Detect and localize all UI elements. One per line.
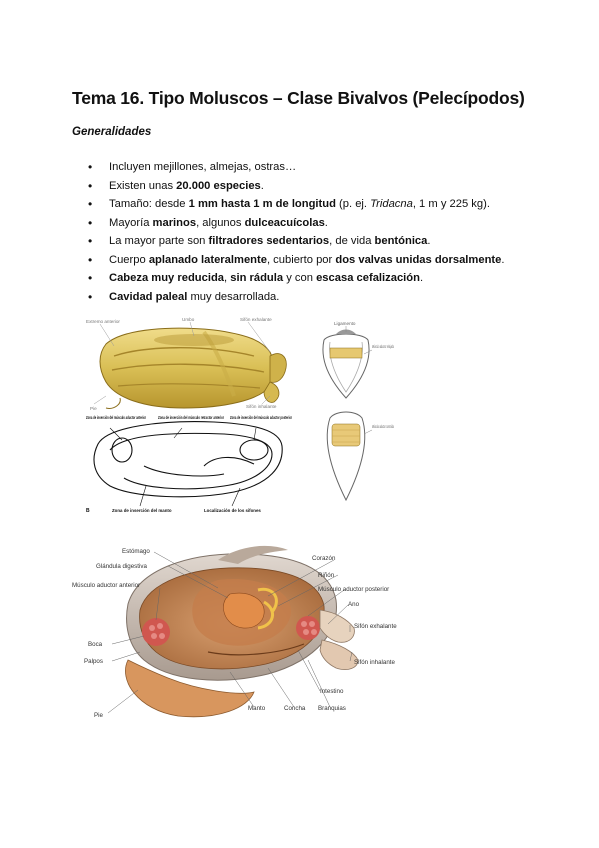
- bullet-text: dos valvas unidas dorsalmente: [335, 253, 502, 266]
- bullet-text: .: [501, 253, 505, 266]
- label-sifon-exhalante: Sifón exhalante: [354, 623, 397, 630]
- label-ano: Ano: [348, 601, 360, 608]
- label-zona-retractor-anterior: Zona de inserción del músculo retractor …: [158, 415, 224, 420]
- bullet-text: y con: [283, 272, 317, 284]
- label-estomago: Estómago: [122, 548, 150, 555]
- label-concha: Concha: [284, 705, 306, 712]
- bullet-text: , de vida: [329, 235, 375, 247]
- clam-internal-anatomy-figure: Estómago Glándula digestiva Músculo aduc…: [72, 545, 397, 719]
- label-zona-manto: Zona de inserción del manto: [112, 508, 172, 513]
- bullet-text: .: [419, 272, 424, 284]
- label-glandula-digestiva: Glándula digestiva: [96, 563, 147, 570]
- label-manto: Manto: [248, 705, 266, 712]
- bullet-text: sin rádula: [230, 272, 284, 284]
- bullet-text: Existen unas: [109, 179, 177, 192]
- bullet-text: muy desarrollada.: [187, 290, 280, 303]
- bullet-text: .: [324, 216, 328, 229]
- label-ligamento: Ligamento: [334, 321, 356, 326]
- label-zona-aductor-anterior: Zona de inserción del músculo aductor an…: [86, 415, 146, 420]
- bullet-text: aplanado lateralmente: [148, 253, 267, 266]
- label-zona-aductor-posterior: Zona de inserción del músculo aductor po…: [230, 415, 292, 420]
- adductor-relaxed-diagram: [322, 326, 373, 399]
- label-extremo-anterior: Extremo anterior: [86, 319, 120, 324]
- label-umbo: Umbo: [182, 317, 195, 322]
- bullet-item: Existen unas 20.000 especies.: [72, 177, 552, 196]
- bullet-text: La mayor parte son: [109, 235, 209, 247]
- bullet-text: marinos: [152, 216, 197, 229]
- bullet-item: Incluyen mejillones, almejas, ostras…: [72, 158, 552, 177]
- section-subtitle: Generalidades: [72, 126, 152, 138]
- bullet-text: filtradores sedentarios: [208, 235, 330, 247]
- bullet-item: Cavidad paleal muy desarrollada.: [72, 288, 552, 307]
- panel-label-b: B: [86, 508, 90, 514]
- label-corazon: Corazón: [312, 555, 336, 562]
- bullet-text: Tamaño: desde: [109, 198, 189, 210]
- bullet-item: Cuerpo aplanado lateralmente, cubierto p…: [72, 251, 552, 270]
- bullet-text: , algunos: [196, 216, 245, 229]
- label-intestino: Intestino: [320, 688, 344, 695]
- bullet-item: Mayoría marinos, algunos dulceacuícolas.: [72, 214, 552, 233]
- page-title: Tema 16. Tipo Moluscos – Clase Bivalvos …: [72, 88, 525, 108]
- bullet-text: (p. ej.: [335, 198, 371, 210]
- bullet-text: Tridacna: [370, 198, 413, 210]
- label-localizacion-sifones: Localización de los sifones: [204, 508, 261, 513]
- bullet-text: .: [260, 179, 264, 192]
- label-aductor-posterior: Músculo aductor posterior: [318, 586, 389, 593]
- label-aductor-relajado: Músculo aductor relajado: [372, 344, 394, 349]
- label-pie: Pie: [94, 712, 104, 719]
- bullet-text: Cabeza muy reducida: [109, 272, 225, 284]
- label-aductor-contraido: Músculo aductor contraído: [372, 424, 394, 429]
- bullet-text: Mayoría: [109, 216, 153, 229]
- label-sifon-inhalante: Sifón inhalante: [354, 659, 395, 666]
- muscle-scar-diagram: [93, 421, 283, 498]
- bullet-text: Cavidad paleal: [109, 290, 188, 303]
- clam-illustration: [125, 545, 359, 718]
- bullet-text: , 1 m y 225 kg).: [412, 198, 490, 210]
- shell-illustration: [99, 327, 287, 409]
- bullet-text: dulceacuícolas: [244, 216, 325, 229]
- bullet-text: .: [427, 235, 431, 247]
- bullet-text: Cuerpo: [109, 253, 149, 266]
- label-aductor-anterior: Músculo aductor anterior: [72, 582, 140, 589]
- bullet-text: 1 mm hasta 1 m de longitud: [188, 198, 336, 210]
- label-sifon-inhalante: Sifón inhalante: [246, 404, 277, 409]
- bullet-item: Cabeza muy reducida, sin rádula y con es…: [72, 269, 552, 288]
- label-pie: Pie: [90, 406, 97, 411]
- bullet-text: escasa cefalización: [316, 272, 420, 284]
- bullet-text: 20.000 especies: [176, 179, 261, 192]
- label-rinon: Riñón: [318, 572, 335, 579]
- adductor-muscle-figure: Ligamento Músculo aductor relajado Múscu…: [322, 321, 394, 502]
- bullet-item: Tamaño: desde 1 mm hasta 1 m de longitud…: [72, 195, 552, 214]
- bullet-text: Incluyen mejillones, almejas, ostras…: [109, 161, 297, 173]
- shell-anatomy-figure: Extremo anterior Umbo Sifón exhalante Pi…: [86, 317, 292, 514]
- bullet-text: , cubierto por: [266, 253, 336, 266]
- bullet-list: Incluyen mejillones, almejas, ostras… Ex…: [72, 158, 552, 306]
- bullet-text: bentónica: [374, 235, 428, 247]
- label-sifon-exhalante: Sifón exhalante: [240, 317, 272, 322]
- label-palpos: Palpos: [84, 658, 103, 665]
- label-branquias: Branquias: [318, 705, 346, 712]
- label-boca: Boca: [88, 641, 103, 648]
- bullet-text: ,: [224, 272, 231, 284]
- bullet-item: La mayor parte son filtradores sedentari…: [72, 232, 552, 251]
- adductor-contracted-diagram: [326, 411, 373, 502]
